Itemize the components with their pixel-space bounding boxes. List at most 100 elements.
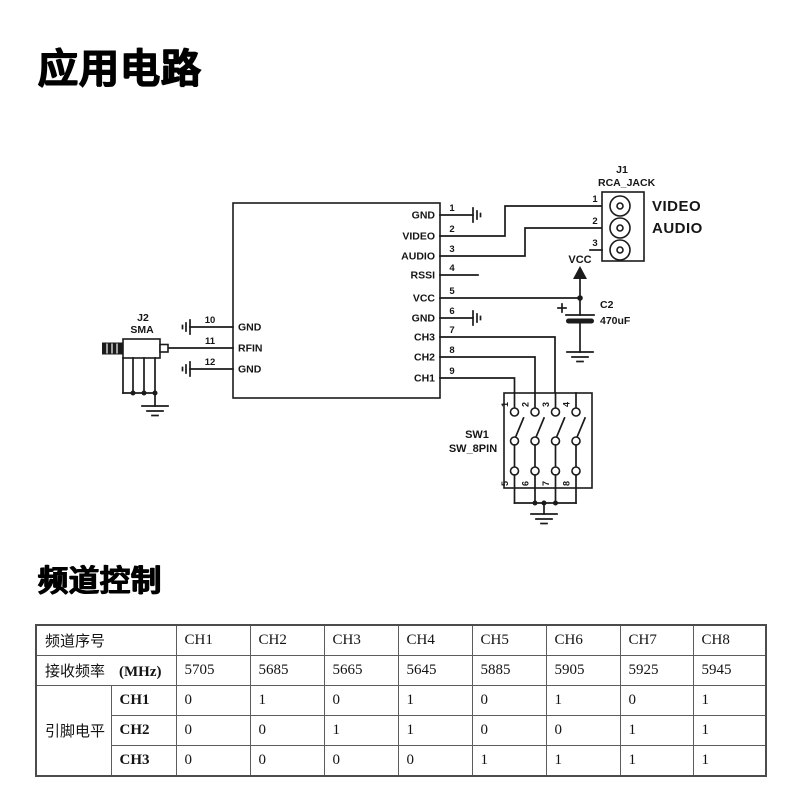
pin-level-value: 0 xyxy=(471,685,547,716)
refdes-j2: J2 xyxy=(137,312,149,324)
ic-pin-label: GND xyxy=(238,322,262,334)
pin-level-value: 1 xyxy=(545,745,621,777)
junction-dot xyxy=(141,390,147,396)
table-row-frequency: 接收频率(MHz) 5705 5685 5665 5645 5885 5905 … xyxy=(35,655,767,686)
pin-level-value: 1 xyxy=(692,685,767,716)
part-sw-8pin: SW_8PIN xyxy=(449,443,497,455)
ic-pin-number: 2 xyxy=(449,224,454,235)
ic-pin-number: 7 xyxy=(449,325,454,336)
pin-level-value: 1 xyxy=(619,715,694,746)
ic-pin-label: GND xyxy=(412,210,436,222)
channel-header: CH7 xyxy=(619,624,694,656)
ic-pin-number: 5 xyxy=(449,286,455,297)
gnd-symbol-pin12 xyxy=(181,361,191,377)
row-header-channel-index: 频道序号 xyxy=(35,624,177,656)
pin-level-value: 0 xyxy=(397,745,473,777)
vcc-label: VCC xyxy=(568,254,591,266)
rca-jack-j1: 1 2 3 J1 RCA_JACK VIDEO AUDIO xyxy=(589,164,703,262)
vcc-net-and-c2: VCC C2 470uF xyxy=(557,254,631,363)
channel-header: CH5 xyxy=(471,624,547,656)
jack-pin-number: 2 xyxy=(592,216,597,227)
sw-pin-number: 1 xyxy=(500,402,510,407)
part-rca-jack: RCA_JACK xyxy=(598,177,656,189)
table-row-pin-ch3: CH3 0 0 0 0 1 1 1 1 xyxy=(36,745,767,777)
pin-level-value: 1 xyxy=(692,745,767,777)
frequency-value: 5885 xyxy=(471,655,547,686)
ic-pin-number: 9 xyxy=(449,366,454,377)
pin-level-value: 0 xyxy=(175,715,251,746)
ic-pin-label: CH3 xyxy=(414,332,435,344)
pin-row-label: CH2 xyxy=(110,715,177,746)
junction-dot xyxy=(130,390,136,396)
ic-pin-label: VCC xyxy=(413,293,436,305)
pin-level-value: 1 xyxy=(249,685,325,716)
frequency-value: 5685 xyxy=(249,655,325,686)
ic-pin-label: VIDEO xyxy=(402,231,435,243)
refdes-c2: C2 xyxy=(600,299,614,311)
ic-pin-number: 11 xyxy=(205,336,216,347)
ic-pin-label: GND xyxy=(238,364,262,376)
video-output-label: VIDEO xyxy=(652,198,701,215)
pin-level-value: 0 xyxy=(175,685,251,716)
sma-connector-j2: J2 SMA xyxy=(102,312,169,417)
pin-level-value: 1 xyxy=(619,745,694,777)
pin-level-value: 0 xyxy=(471,715,547,746)
vcc-arrow-icon xyxy=(573,266,587,279)
gnd-symbol-c2 xyxy=(566,351,594,363)
capacitor-plate xyxy=(566,318,594,324)
ic-pin-label: CH1 xyxy=(414,373,435,385)
frequency-unit: (MHz) xyxy=(119,664,162,680)
ic-pin-number: 1 xyxy=(449,203,455,214)
ic-pin-label: RSSI xyxy=(410,270,435,282)
pin-level-value: 0 xyxy=(249,715,325,746)
page-title-channel-control: 频道控制 xyxy=(38,565,162,598)
refdes-j1: J1 xyxy=(616,164,628,176)
channel-header: CH4 xyxy=(397,624,473,656)
part-sma: SMA xyxy=(130,324,154,336)
jack-pin-number: 1 xyxy=(592,194,598,205)
pin-level-value: 1 xyxy=(323,715,399,746)
pin-level-value: 1 xyxy=(397,685,473,716)
page-title-application-circuit: 应用电路 xyxy=(38,47,202,91)
channel-header: CH3 xyxy=(323,624,399,656)
ic-pin-number: 8 xyxy=(449,345,454,356)
pin-level-value: 1 xyxy=(397,715,473,746)
ic-pin-label: RFIN xyxy=(238,343,263,355)
pin-level-value: 0 xyxy=(175,745,251,777)
sw-pin-number: 3 xyxy=(541,402,551,407)
frequency-label: 接收频率 xyxy=(45,664,106,680)
pin-level-value: 0 xyxy=(545,715,621,746)
channel-header: CH2 xyxy=(249,624,325,656)
gnd-symbol-pin1 xyxy=(472,207,482,223)
channel-control-table: 频道序号 CH1 CH2 CH3 CH4 CH5 CH6 CH7 CH8 接收频… xyxy=(35,624,768,777)
frequency-value: 5925 xyxy=(619,655,694,686)
dip-switch-sw1: 1 2 3 4 5 6 7 8 SW1 SW_8PIN xyxy=(449,392,593,525)
pin-level-value: 1 xyxy=(471,745,547,777)
pin-level-value: 1 xyxy=(692,715,767,746)
ic-pin-number: 3 xyxy=(449,244,454,255)
table-row-pin-ch1: 引脚电平 CH1 0 1 0 1 0 1 0 1 xyxy=(35,685,767,777)
sw-pin-number: 4 xyxy=(562,402,572,407)
table-row-channel-index: 频道序号 CH1 CH2 CH3 CH4 CH5 CH6 CH7 CH8 xyxy=(35,624,767,656)
channel-header: CH6 xyxy=(545,624,621,656)
ic-pin-label: CH2 xyxy=(414,352,435,364)
row-header-frequency: 接收频率 (MHz) xyxy=(35,655,177,686)
audio-output-label: AUDIO xyxy=(652,220,703,237)
refdes-sw1: SW1 xyxy=(465,429,489,441)
sw-pin-number: 2 xyxy=(521,402,531,407)
pin-level-value: 1 xyxy=(545,685,621,716)
table-row-pin-ch2: CH2 0 0 1 1 0 0 1 1 xyxy=(36,715,767,746)
gnd-symbol-pin10 xyxy=(181,319,191,335)
ic-pin-label: GND xyxy=(412,313,436,325)
gnd-symbol-sw1 xyxy=(530,513,558,525)
ic-pin-number: 12 xyxy=(205,357,216,368)
pin-level-value: 0 xyxy=(249,745,325,777)
frequency-value: 5905 xyxy=(545,655,621,686)
pin-level-value: 0 xyxy=(619,685,694,716)
sw-pin-number: 6 xyxy=(521,481,531,486)
channel-header: CH1 xyxy=(175,624,251,656)
junction-dot xyxy=(553,500,558,506)
junction-dot xyxy=(532,500,538,506)
frequency-value: 5945 xyxy=(692,655,767,686)
